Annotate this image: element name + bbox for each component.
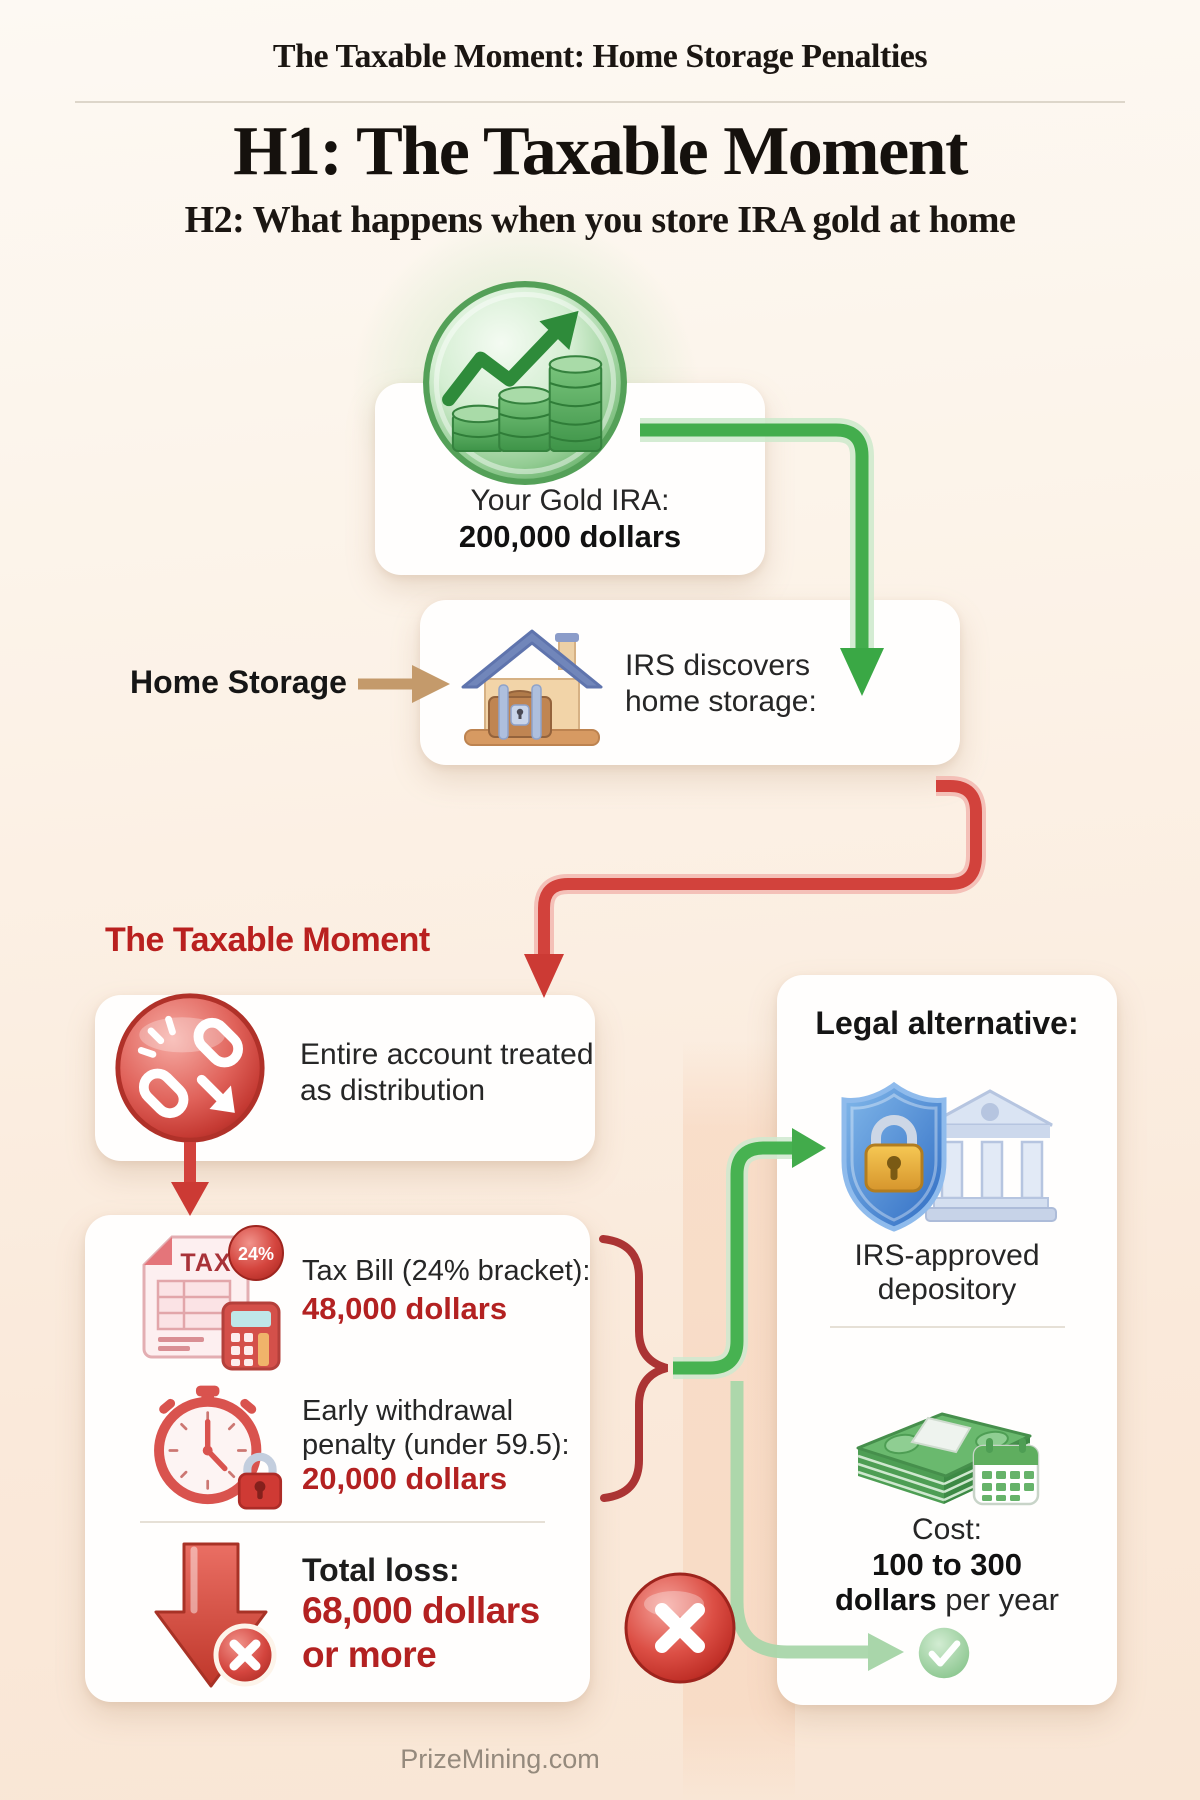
tax-bill-amount: 48,000 dollars — [302, 1291, 508, 1326]
tax-doc-label: TAX — [180, 1249, 231, 1277]
distribution-line2: as distribution — [300, 1074, 486, 1107]
legal-title: Legal alternative: — [815, 1005, 1079, 1041]
shield-bank-icon — [841, 1081, 1057, 1232]
penalty-label-line2: penalty (under 59.5): — [302, 1429, 570, 1461]
taxable-moment-label: The Taxable Moment — [105, 921, 430, 959]
tax-bill-label: Tax Bill (24% bracket): — [302, 1255, 591, 1287]
tax-document-icon: TAX 24% — [142, 1225, 284, 1371]
total-loss-label: Total loss: — [302, 1552, 460, 1588]
penalty-label-line1: Early withdrawal — [302, 1395, 514, 1427]
tax-badge-label: 24% — [238, 1244, 274, 1264]
x-icon — [624, 1572, 736, 1684]
cost-range: 100 to 300 — [872, 1547, 1022, 1582]
broken-chain-icon — [115, 993, 265, 1143]
stopwatch-lock-icon — [154, 1385, 283, 1510]
page-subtitle-h2: H2: What happens when you store IRA gold… — [184, 199, 1016, 241]
footer-brand: PrizeMining.com — [400, 1744, 600, 1774]
penalty-amount: 20,000 dollars — [302, 1461, 508, 1496]
red-arrowhead-down — [524, 954, 564, 998]
red-arrow-path — [538, 780, 982, 958]
distribution-line1: Entire account treated — [300, 1038, 594, 1071]
total-loss-amount: 68,000 dollars — [302, 1590, 540, 1631]
header-divider — [75, 101, 1125, 103]
loss-arrow-icon — [154, 1542, 277, 1688]
gold-ira-line1: Your Gold IRA: — [470, 484, 670, 517]
page-title-h1: H1: The Taxable Moment — [233, 113, 968, 190]
red-arrowhead-short — [171, 1182, 209, 1216]
cost-unit-bold: dollars — [835, 1582, 937, 1617]
red-arrow-glow — [534, 776, 986, 958]
depository-line1: IRS-approved — [854, 1239, 1040, 1272]
penalties-divider — [140, 1521, 545, 1523]
legal-divider — [830, 1326, 1065, 1328]
irs-card-line2: home storage: — [625, 685, 817, 718]
gold-ira-amount: 200,000 dollars — [458, 519, 682, 554]
irs-card-line1: IRS discovers — [625, 649, 811, 682]
check-icon — [918, 1627, 970, 1679]
home-storage-label: Home Storage — [130, 664, 347, 700]
cost-label: Cost: — [911, 1513, 983, 1546]
red-brace — [599, 1235, 669, 1502]
growth-chart-icon — [423, 281, 627, 485]
depository-line2: depository — [877, 1273, 1017, 1306]
house-chest-icon — [461, 629, 603, 746]
cash-calendar-icon — [856, 1412, 1040, 1506]
total-loss-suffix: or more — [302, 1634, 437, 1675]
cost-unit-rest: per year — [936, 1582, 1059, 1617]
cost-unit: dollars per year — [777, 1582, 1117, 1618]
page-kicker: The Taxable Moment: Home Storage Penalti… — [272, 38, 928, 75]
